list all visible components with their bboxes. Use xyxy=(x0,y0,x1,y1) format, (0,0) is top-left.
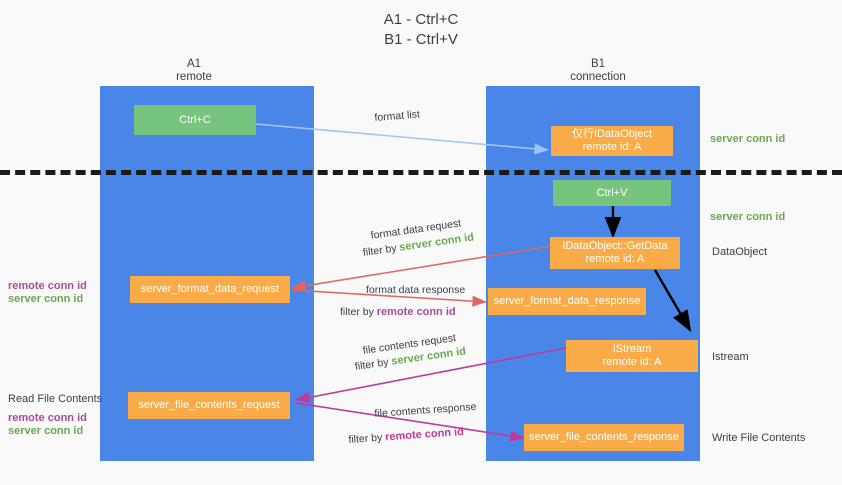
box-ctrl-v[interactable]: Ctrl+V xyxy=(553,180,671,206)
arrow-format-data-response xyxy=(291,289,487,307)
arrow-file-contents-request xyxy=(295,347,567,403)
box-istream[interactable]: IStream remote id: A xyxy=(566,340,698,372)
box-ctrl-c[interactable]: Ctrl+C xyxy=(134,105,256,135)
right-label-server-conn-id-top: server conn id xyxy=(710,133,786,145)
column-b1-sub: connection xyxy=(570,71,626,83)
box-server-format-data-request-label: server_format_data_request xyxy=(140,283,280,295)
box-idataobject-getdata[interactable]: IDataObject::GetData remote id: A xyxy=(550,237,680,269)
box-server-file-contents-response[interactable]: server_file_contents_response xyxy=(524,424,684,451)
title-line-1: A1 - Ctrl+C xyxy=(383,11,459,28)
box-istream-line2: remote id: A xyxy=(602,356,662,368)
column-a1-name: A1 xyxy=(186,58,202,70)
edge-label-format-data-response: format data response xyxy=(366,284,466,296)
right-label-dataobject: DataObject xyxy=(712,246,768,258)
box-ctrl-v-label: Ctrl+V xyxy=(596,186,628,199)
left-label-remote-conn-id-2: remote conn id xyxy=(8,412,87,424)
box-server-format-data-request[interactable]: server_format_data_request xyxy=(130,276,290,303)
right-label-server-conn-id-mid: server conn id xyxy=(710,211,786,223)
filter-value-remote-conn-id-1: remote conn id xyxy=(376,306,456,318)
edge-label-format-data-response-filter: filter by remote conn id xyxy=(340,305,456,319)
box-idataobject-getdata-line1: IDataObject::GetData xyxy=(562,240,668,252)
box-idataobject-create[interactable]: 仅行IDataObject remote id: A xyxy=(551,126,673,156)
box-server-file-contents-request[interactable]: server_file_contents_request xyxy=(128,392,290,419)
box-idataobject-create-line1: 仅行IDataObject xyxy=(571,128,653,140)
left-label-read-file-contents: Read File Contents xyxy=(8,393,103,405)
arrow-getdata-to-istream xyxy=(653,269,692,333)
left-label-remote-conn-id-1: remote conn id xyxy=(8,280,87,292)
column-b1-name: B1 xyxy=(590,58,606,70)
box-server-file-contents-response-label: server_file_contents_response xyxy=(529,431,679,443)
filter-prefix-2: filter by xyxy=(340,306,374,318)
box-server-format-data-response-label: server_format_data_response xyxy=(493,295,641,307)
arrow-format-list xyxy=(255,123,549,155)
column-header-b1: B1 connection xyxy=(538,58,658,84)
box-ctrl-c-label: Ctrl+C xyxy=(179,113,211,126)
filter-prefix-4: filter by xyxy=(348,431,383,446)
column-a1-sub: remote xyxy=(176,71,212,83)
box-server-file-contents-request-label: server_file_contents_request xyxy=(138,399,280,411)
left-label-server-conn-id-2: server conn id xyxy=(8,425,84,437)
left-label-server-conn-id-1: server conn id xyxy=(8,293,84,305)
phase-separator xyxy=(0,170,842,175)
box-idataobject-getdata-line2: remote id: A xyxy=(585,253,645,265)
arrow-format-data-request xyxy=(291,245,553,292)
right-label-write-file-contents: Write File Contents xyxy=(712,432,806,444)
box-idataobject-create-line2: remote id: A xyxy=(582,141,642,153)
box-server-format-data-response[interactable]: server_format_data_response xyxy=(488,288,646,315)
diagram-title: A1 - Ctrl+C B1 - Ctrl+V xyxy=(0,10,842,50)
column-header-a1: A1 remote xyxy=(134,58,254,84)
box-istream-line1: IStream xyxy=(612,343,652,355)
arrow-file-contents-response xyxy=(295,402,525,442)
right-label-istream: Istream xyxy=(712,351,749,363)
title-line-2: B1 - Ctrl+V xyxy=(384,31,458,48)
